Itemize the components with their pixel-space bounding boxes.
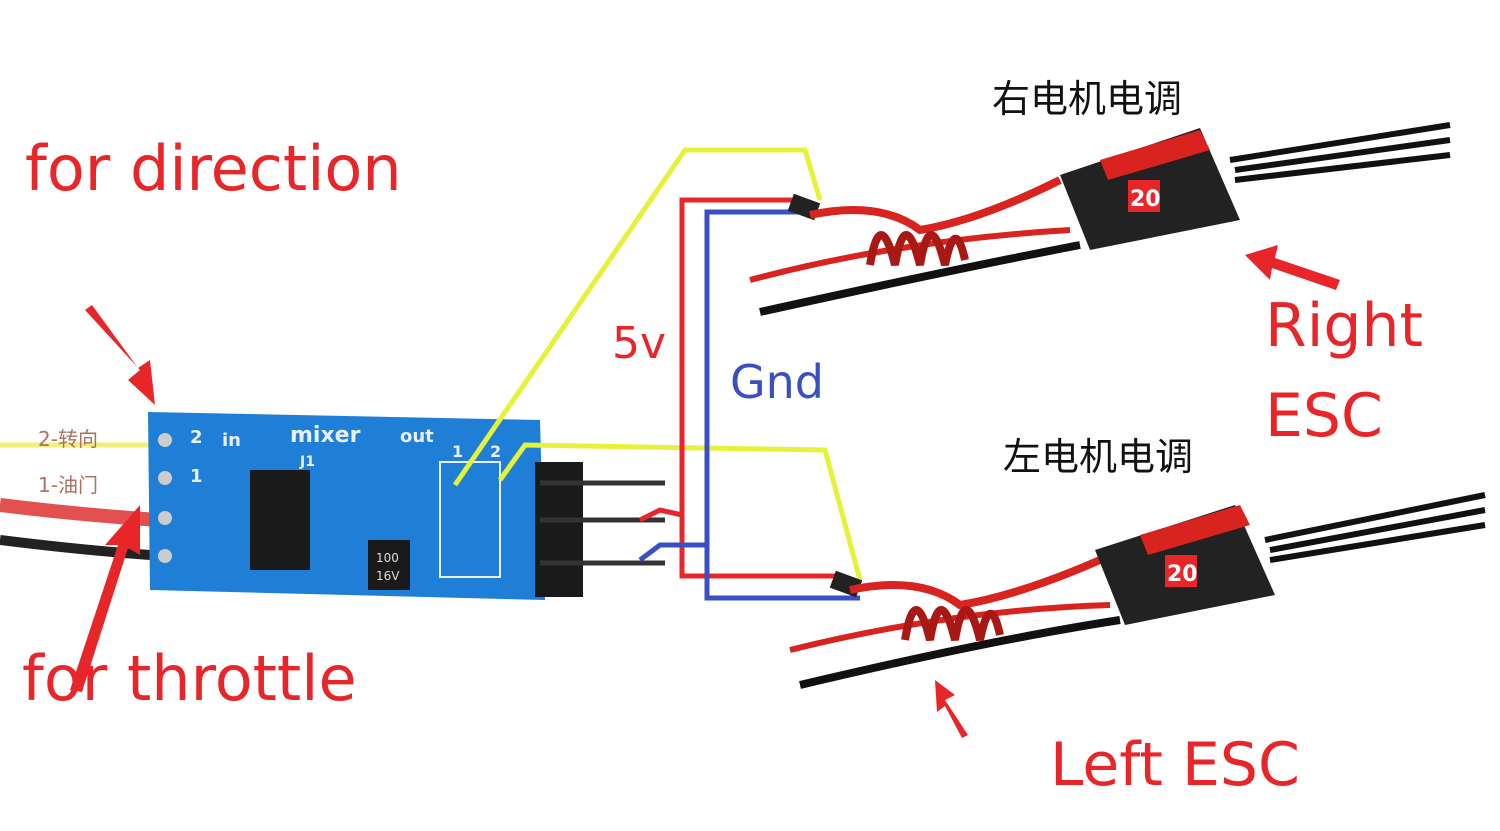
out2-label: 2 [490, 442, 501, 461]
right-esc: 20 [749, 122, 1451, 316]
input2-label: 2-转向 [38, 427, 98, 451]
pin1-label: 1 [190, 466, 203, 487]
right-esc-label-line1: Right [1265, 291, 1423, 361]
out-label: out [400, 426, 434, 447]
gnd-label: Gnd [730, 355, 824, 409]
pin2-label: 2 [190, 427, 203, 448]
right-signal-wire [452, 147, 823, 487]
mixer-board: 2 1 in mixer out J1 1 2 100 16V [148, 412, 665, 600]
capacitor [368, 540, 410, 590]
for-direction-label: for direction [25, 132, 402, 205]
in-label: in [222, 430, 241, 451]
gnd-wire-left [704, 545, 860, 601]
left-esc-label: Left ESC [1050, 730, 1300, 800]
left-signal-wire [497, 442, 863, 581]
direction-arrow [85, 305, 155, 405]
input1-label: 1-油门 [38, 473, 98, 497]
for-throttle-label: for throttle [22, 642, 357, 715]
left-motor-esc-cn: 左电机电调 [1003, 435, 1193, 479]
out1-label: 1 [452, 442, 463, 461]
cap-value: 100 [376, 551, 399, 565]
throttle-ground-wire [0, 535, 151, 560]
cap-voltage: 16V [376, 569, 400, 583]
right-esc-arrow [1245, 245, 1340, 290]
left-esc-arrow [935, 680, 968, 738]
right-esc-label-line2: ESC [1265, 381, 1383, 451]
arrows [70, 245, 1340, 738]
right-esc-rating: 20 [1130, 187, 1161, 212]
5v-wire-left [679, 515, 840, 579]
chip-ref: J1 [299, 454, 315, 470]
5v-label: 5v [612, 318, 666, 369]
left-esc-rating: 20 [1167, 562, 1198, 587]
ic-chip [250, 470, 310, 570]
right-motor-esc-cn: 右电机电调 [992, 77, 1182, 121]
left-esc: 20 [789, 492, 1486, 689]
throttle-arrow [70, 505, 140, 692]
mixer-label: mixer [290, 423, 361, 448]
throttle-power-wire [0, 498, 161, 527]
